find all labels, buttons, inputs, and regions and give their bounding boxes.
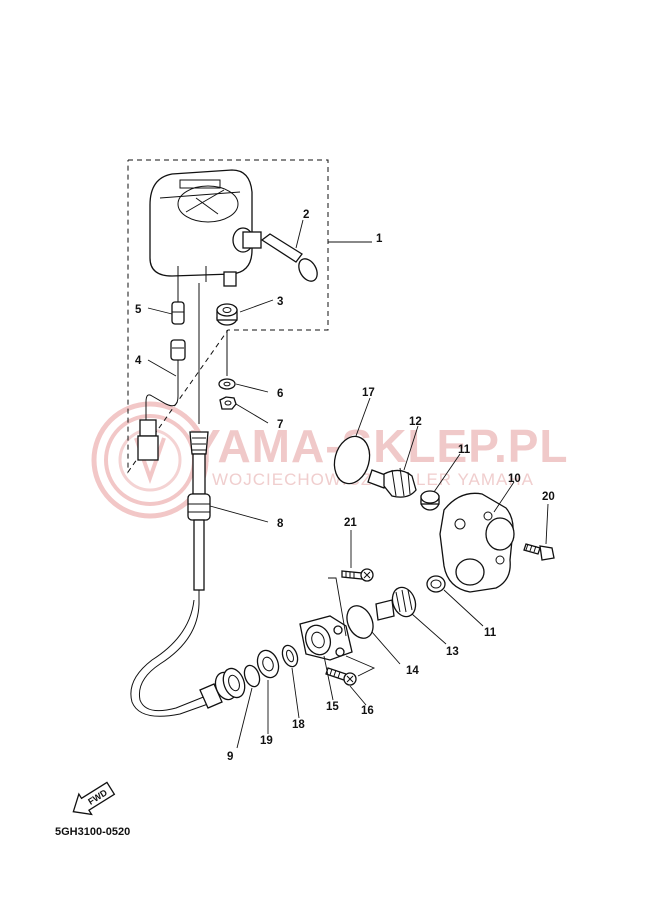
bulb-socket (171, 280, 185, 325)
callout-5: 5 (135, 304, 142, 316)
bushing-11-upper (420, 490, 440, 511)
meter-assembly-outline (127, 159, 372, 474)
watermark-title: YAMA-SKLEP.PL (190, 420, 569, 472)
lead-wire (137, 339, 186, 461)
oil-seal (256, 649, 280, 679)
callout-13: 13 (446, 646, 459, 658)
bolt-20 (523, 543, 555, 561)
grommet (216, 303, 238, 326)
o-ring-14 (346, 605, 374, 639)
o-ring-9 (243, 664, 261, 688)
cable-end-fitting (199, 667, 246, 709)
callout-6: 6 (277, 388, 283, 400)
meter-cable (130, 283, 211, 717)
gear-housing (299, 615, 353, 661)
callout-12: 12 (409, 416, 422, 428)
callout-19: 19 (260, 735, 273, 747)
washer-18 (281, 644, 299, 668)
callout-11-lower: 11 (484, 627, 497, 639)
callout-3: 3 (277, 296, 283, 308)
driven-gear-13 (375, 586, 417, 621)
screw-16 (325, 667, 357, 686)
callout-4: 4 (135, 355, 142, 367)
forward-direction-arrow: FWD (72, 781, 116, 816)
callout-16: 16 (361, 705, 374, 717)
callout-11-upper: 11 (458, 444, 471, 456)
speedometer-meter-head (149, 169, 253, 287)
callout-14: 14 (406, 665, 419, 677)
leader-lines (147, 219, 549, 749)
callout-7: 7 (277, 419, 283, 431)
callout-2: 2 (303, 209, 309, 221)
callout-labels: 1 2 3 4 5 6 7 8 9 10 11 11 12 13 14 15 1… (135, 209, 555, 763)
gear-case-10 (439, 492, 515, 593)
callout-17: 17 (362, 387, 375, 399)
callout-21: 21 (344, 517, 357, 529)
drive-gear-12 (367, 467, 417, 498)
callout-20: 20 (542, 491, 555, 503)
callout-10: 10 (508, 473, 521, 485)
trip-knob (232, 227, 318, 282)
callout-1: 1 (376, 233, 383, 245)
callout-18: 18 (292, 719, 305, 731)
watermark: YAMA-SKLEP.PL WOJCIECHOWICZ DEALER YAMAH… (91, 401, 569, 519)
drawing-code: 5GH3100-0520 (55, 826, 130, 838)
callout-8: 8 (277, 518, 284, 530)
screw-guide-lines (328, 577, 376, 677)
bushing-11-lower (426, 575, 446, 593)
washer (218, 378, 236, 390)
nut (219, 396, 237, 410)
screw-21 (341, 568, 374, 582)
callout-9: 9 (227, 751, 233, 763)
callout-15: 15 (326, 701, 339, 713)
o-ring-17 (333, 435, 371, 485)
